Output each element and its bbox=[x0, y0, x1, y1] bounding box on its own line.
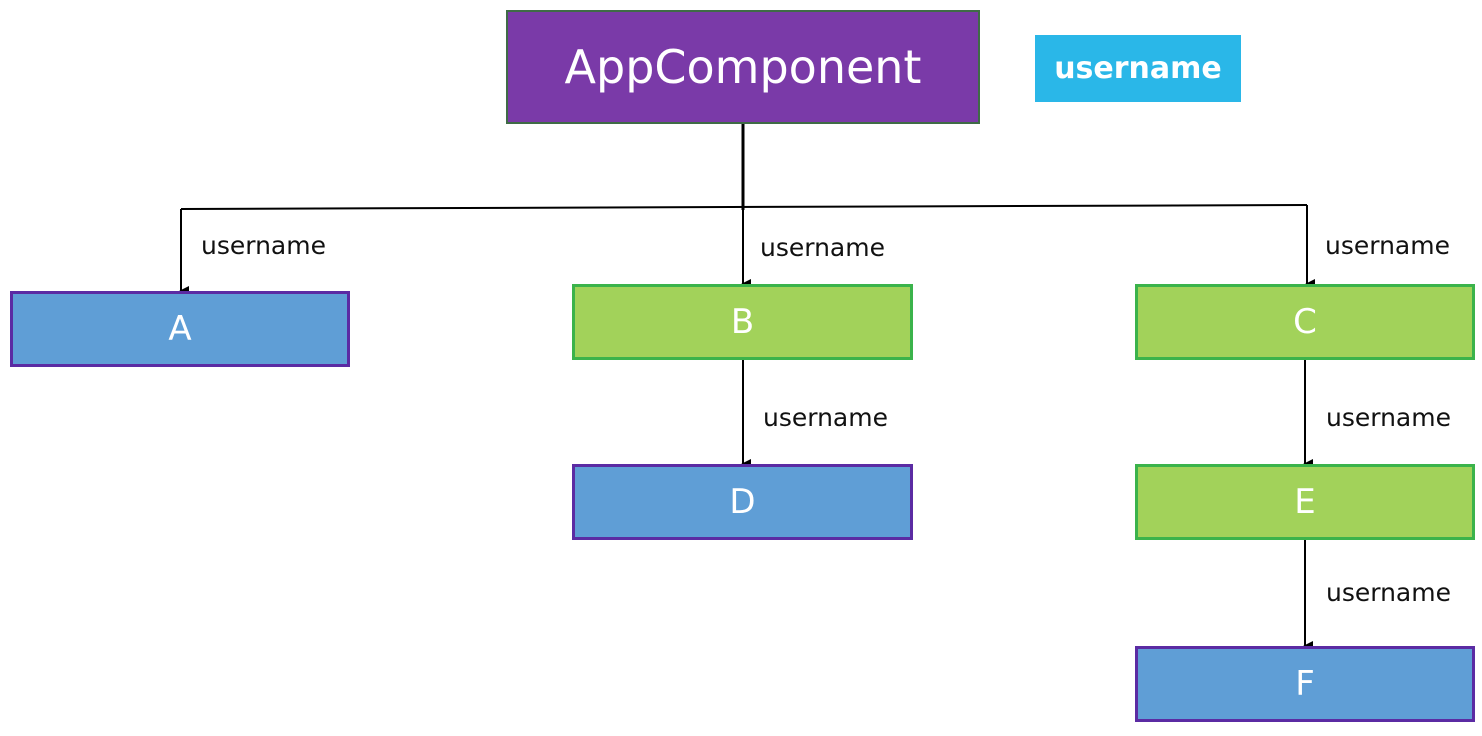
node-b: B bbox=[572, 284, 913, 360]
username-badge: username bbox=[1035, 35, 1241, 102]
edge-label-b-d: username bbox=[763, 403, 888, 432]
node-c-label: C bbox=[1293, 302, 1317, 342]
node-d: D bbox=[572, 464, 913, 540]
edge-label-c-e: username bbox=[1326, 403, 1451, 432]
node-c: C bbox=[1135, 284, 1475, 360]
node-f: F bbox=[1135, 646, 1475, 722]
node-e-label: E bbox=[1294, 482, 1316, 522]
edge-label-root-c: username bbox=[1325, 231, 1450, 260]
bus-line bbox=[180, 204, 1308, 210]
node-a-label: A bbox=[168, 309, 192, 349]
node-e: E bbox=[1135, 464, 1475, 540]
edge-label-root-b: username bbox=[760, 233, 885, 262]
node-f-label: F bbox=[1295, 664, 1315, 704]
node-d-label: D bbox=[729, 482, 756, 522]
username-badge-label: username bbox=[1054, 51, 1222, 86]
node-a: A bbox=[10, 291, 350, 367]
app-component-node: AppComponent bbox=[506, 10, 980, 124]
edge-label-root-a: username bbox=[201, 231, 326, 260]
node-b-label: B bbox=[730, 302, 755, 342]
edge-label-e-f: username bbox=[1326, 578, 1451, 607]
app-component-label: AppComponent bbox=[564, 40, 922, 94]
